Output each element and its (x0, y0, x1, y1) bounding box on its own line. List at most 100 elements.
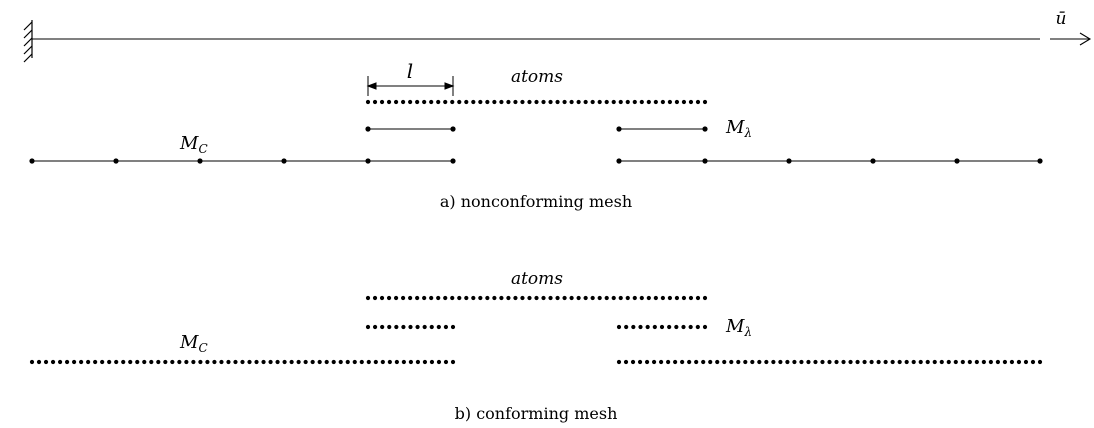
atom (485, 295, 490, 301)
continuum-node (93, 359, 98, 365)
atom (415, 99, 420, 105)
atom (492, 295, 497, 301)
lagrange-label-b: Mλ (725, 316, 752, 339)
continuum-node (904, 359, 909, 365)
atom (569, 295, 574, 301)
continuum-node (86, 359, 91, 365)
dimension-marker (366, 76, 455, 96)
continuum-node (1030, 359, 1036, 365)
continuum-node (338, 359, 343, 365)
atom (618, 99, 623, 105)
continuum-node (715, 359, 720, 365)
lagrange-node (387, 324, 392, 330)
continuum-node (616, 158, 622, 164)
lagrange-node (408, 324, 413, 330)
lagrange-node (638, 324, 643, 330)
continuum-node (415, 359, 421, 365)
continuum-node (121, 359, 126, 365)
load-label: ū (1056, 9, 1067, 29)
lagrange-node (443, 324, 449, 330)
atom (541, 99, 546, 105)
continuum-node (659, 359, 664, 365)
continuum-node (939, 359, 944, 365)
continuum-node (897, 359, 902, 365)
lagrange-node (645, 324, 650, 330)
lagrange-node (624, 324, 629, 330)
atom (583, 295, 588, 301)
atom (576, 99, 581, 105)
continuum-node (883, 359, 888, 365)
continuum-node (848, 359, 853, 365)
continuum-node (981, 359, 986, 365)
continuum-node (644, 359, 650, 365)
continuum-node (100, 359, 105, 365)
atom (408, 295, 413, 301)
continuum-node (708, 359, 713, 365)
atom (625, 295, 630, 301)
atom (534, 99, 539, 105)
continuum-node (135, 359, 140, 365)
continuum-node (694, 359, 699, 365)
continuum-node (666, 359, 671, 365)
atom (583, 99, 588, 105)
atom (401, 99, 406, 105)
atom (632, 295, 637, 301)
continuum-node (651, 359, 657, 365)
lagrange-node (401, 324, 406, 330)
lagrange-node (695, 324, 700, 330)
atom (485, 99, 490, 105)
atom (372, 99, 378, 105)
atom (639, 295, 644, 301)
continuum-node (387, 359, 392, 365)
continuum-node (36, 359, 42, 365)
atom (569, 99, 574, 105)
atom (436, 295, 441, 301)
lagrange-node (616, 324, 622, 330)
continuum-node (184, 359, 189, 365)
atom (443, 295, 448, 301)
atom (653, 99, 658, 105)
atoms-label-a: atoms (511, 67, 563, 87)
atom (492, 99, 497, 105)
caption-b: b) conforming mesh (454, 404, 618, 423)
atom (365, 99, 371, 105)
atom (457, 99, 462, 105)
continuum-node (170, 359, 175, 365)
atom (653, 295, 658, 301)
continuum-node (29, 158, 35, 164)
continuum-node (750, 359, 755, 365)
lagrange-node (394, 324, 399, 330)
atom (611, 295, 616, 301)
continuum-node (156, 359, 161, 365)
continuum-node (142, 359, 147, 365)
continuum-node (303, 359, 308, 365)
continuum-mesh-a (29, 158, 1043, 164)
continuum-node (107, 359, 112, 365)
atom (393, 99, 399, 105)
atom (660, 99, 665, 105)
atom (401, 295, 406, 301)
continuum-node (177, 359, 182, 365)
atom (408, 99, 413, 105)
atom (548, 295, 553, 301)
atom (436, 99, 441, 105)
atom (513, 99, 518, 105)
atom (695, 295, 701, 301)
atom (681, 99, 687, 105)
continuum-node (918, 359, 923, 365)
continuum-node (401, 359, 406, 365)
continuum-node (799, 359, 804, 365)
continuum-node (289, 359, 294, 365)
atom (415, 295, 420, 301)
lagrange-node (372, 324, 378, 330)
continuum-node (64, 359, 70, 365)
continuum-label-a: MC (179, 133, 208, 156)
continuum-node (637, 359, 643, 365)
continuum-node (212, 359, 217, 365)
fixed-support-icon (23, 20, 33, 63)
atom (386, 295, 392, 301)
continuum-node (764, 359, 769, 365)
continuum-node (820, 359, 825, 365)
atom (450, 99, 455, 105)
